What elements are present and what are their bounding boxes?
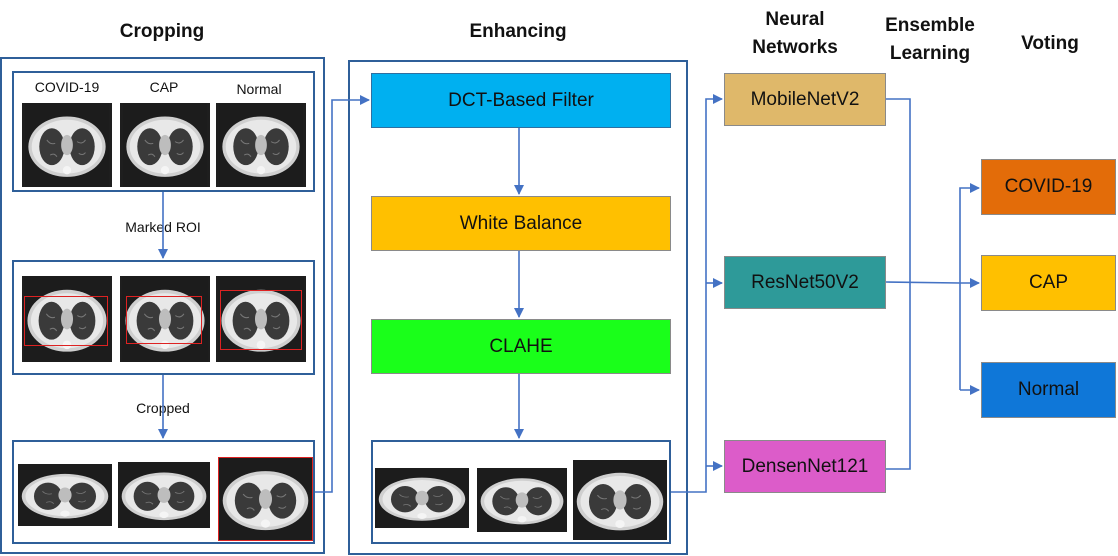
cropping-header: Cropping bbox=[119, 21, 205, 42]
lung-ct-scan-image bbox=[120, 276, 210, 362]
ensemble-learning-header-line1: Ensemble bbox=[885, 15, 975, 36]
dct-filter-box: DCT-Based Filter bbox=[371, 73, 671, 128]
label-normal: Normal bbox=[236, 81, 282, 97]
ensemble-line-mobilenet bbox=[886, 98, 911, 283]
lung-ct-scan-image bbox=[118, 462, 210, 528]
output-covid-19-box: COVID-19 bbox=[981, 159, 1116, 215]
lung-ct-scan-image bbox=[216, 276, 306, 362]
mobilenetv2-box: MobileNetV2 bbox=[724, 73, 886, 126]
enhanced-images-panel bbox=[371, 440, 671, 544]
original-images-panel: COVID-19 CAP Normal bbox=[12, 71, 315, 192]
neural-networks-header-line1: Neural bbox=[765, 9, 825, 30]
white-balance-box: White Balance bbox=[371, 196, 671, 251]
voting-header: Voting bbox=[1021, 33, 1079, 54]
resnet50v2-box: ResNet50V2 bbox=[724, 256, 886, 309]
roi-box bbox=[220, 290, 302, 350]
ensemble-learning-header-line2: Learning bbox=[889, 43, 971, 64]
roi-box bbox=[24, 296, 108, 346]
ensemble-learning-header: Ensemble Learning bbox=[870, 12, 990, 68]
roi-box bbox=[126, 296, 202, 344]
label-covid-19: COVID-19 bbox=[34, 79, 100, 95]
output-cap-box: CAP bbox=[981, 255, 1116, 311]
neural-networks-header-line2: Networks bbox=[752, 37, 838, 58]
arrow-to-covid bbox=[959, 183, 980, 390]
lung-ct-scan-image bbox=[120, 103, 210, 187]
marked-roi-panel bbox=[12, 260, 315, 375]
arrow-crop-to-dct bbox=[315, 95, 370, 493]
cropping-panel bbox=[0, 57, 325, 554]
output-normal-box: Normal bbox=[981, 362, 1116, 418]
lung-ct-scan-image bbox=[22, 103, 112, 187]
lung-ct-scan-image bbox=[216, 103, 306, 187]
lung-ct-scan-image bbox=[573, 460, 667, 540]
enhancing-panel bbox=[348, 60, 688, 555]
cropped-images-panel bbox=[12, 440, 315, 544]
clahe-box: CLAHE bbox=[371, 319, 671, 374]
lung-ct-scan-image bbox=[18, 464, 112, 526]
lung-ct-scan-image bbox=[22, 276, 112, 362]
lung-ct-scan-image bbox=[477, 468, 567, 532]
ensemble-line-densenet bbox=[886, 283, 911, 470]
arrow-images-to-networks bbox=[671, 94, 723, 493]
enhancing-header: Enhancing bbox=[469, 21, 567, 42]
lung-ct-scan-image bbox=[218, 457, 313, 541]
ensemble-line-resnet bbox=[885, 281, 961, 284]
label-cap: CAP bbox=[149, 79, 179, 95]
lung-ct-scan-image bbox=[375, 468, 469, 528]
densenet121-box: DensenNet121 bbox=[724, 440, 886, 493]
neural-networks-header: Neural Networks bbox=[735, 6, 855, 62]
